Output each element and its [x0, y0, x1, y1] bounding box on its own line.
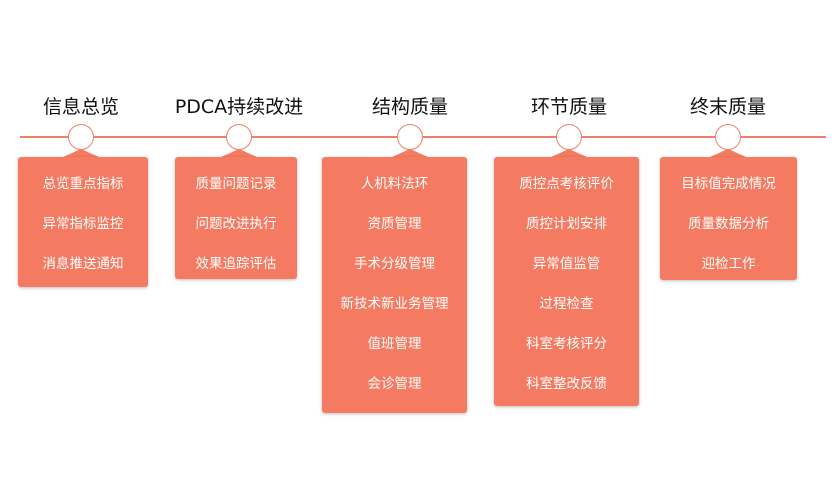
stage-item[interactable]: 手术分级管理: [354, 256, 435, 272]
stage-box: 总览重点指标异常指标监控消息推送通知: [18, 157, 148, 287]
stage-item[interactable]: 效果追踪评估: [195, 256, 277, 272]
stage-item[interactable]: 质控计划安排: [526, 216, 607, 232]
stage-item[interactable]: 消息推送通知: [42, 256, 124, 272]
stage-item[interactable]: 异常指标监控: [42, 216, 124, 232]
timeline-node-circle: [68, 124, 94, 150]
timeline-node-circle: [397, 124, 423, 150]
stage-item[interactable]: 总览重点指标: [42, 176, 124, 192]
stage-item[interactable]: 目标值完成情况: [681, 176, 776, 192]
stage-title: PDCA持续改进: [174, 96, 304, 118]
stage-title: 环节质量: [530, 96, 608, 118]
stage-box: 质量问题记录问题改进执行效果追踪评估: [175, 157, 297, 279]
stage-box: 质控点考核评价质控计划安排异常值监管过程检查科室考核评分科室整改反馈: [494, 157, 639, 406]
stage-item[interactable]: 质量问题记录: [195, 176, 277, 192]
timeline-node-circle: [226, 124, 252, 150]
stage-item[interactable]: 质量数据分析: [688, 216, 769, 232]
stage-item[interactable]: 科室整改反馈: [526, 376, 607, 392]
timeline-node-circle: [556, 124, 582, 150]
stage-item[interactable]: 值班管理: [367, 336, 422, 352]
box-pointer: [221, 149, 257, 157]
stage-box: 人机料法环资质管理手术分级管理新技术新业务管理值班管理会诊管理: [322, 157, 467, 413]
stage-item[interactable]: 过程检查: [539, 296, 594, 312]
stage-box: 目标值完成情况质量数据分析迎检工作: [660, 157, 797, 280]
stage-title: 信息总览: [42, 96, 120, 118]
stage-item[interactable]: 异常值监管: [532, 256, 601, 272]
stage-item[interactable]: 质控点考核评价: [519, 176, 614, 192]
stage-item[interactable]: 资质管理: [367, 216, 422, 232]
box-pointer: [63, 149, 99, 157]
timeline-node-circle: [715, 124, 741, 150]
stage-title: 结构质量: [371, 96, 449, 118]
stage-item[interactable]: 科室考核评分: [526, 336, 607, 352]
box-pointer: [551, 149, 587, 157]
stage-item[interactable]: 会诊管理: [367, 376, 422, 392]
box-pointer: [710, 149, 746, 157]
stage-item[interactable]: 人机料法环: [360, 176, 429, 192]
stage-item[interactable]: 新技术新业务管理: [340, 296, 449, 312]
stage-item[interactable]: 问题改进执行: [195, 216, 277, 232]
stage-item[interactable]: 迎检工作: [701, 256, 756, 272]
stage-title: 终末质量: [689, 96, 767, 118]
timeline-line: [20, 136, 826, 138]
box-pointer: [392, 149, 428, 157]
